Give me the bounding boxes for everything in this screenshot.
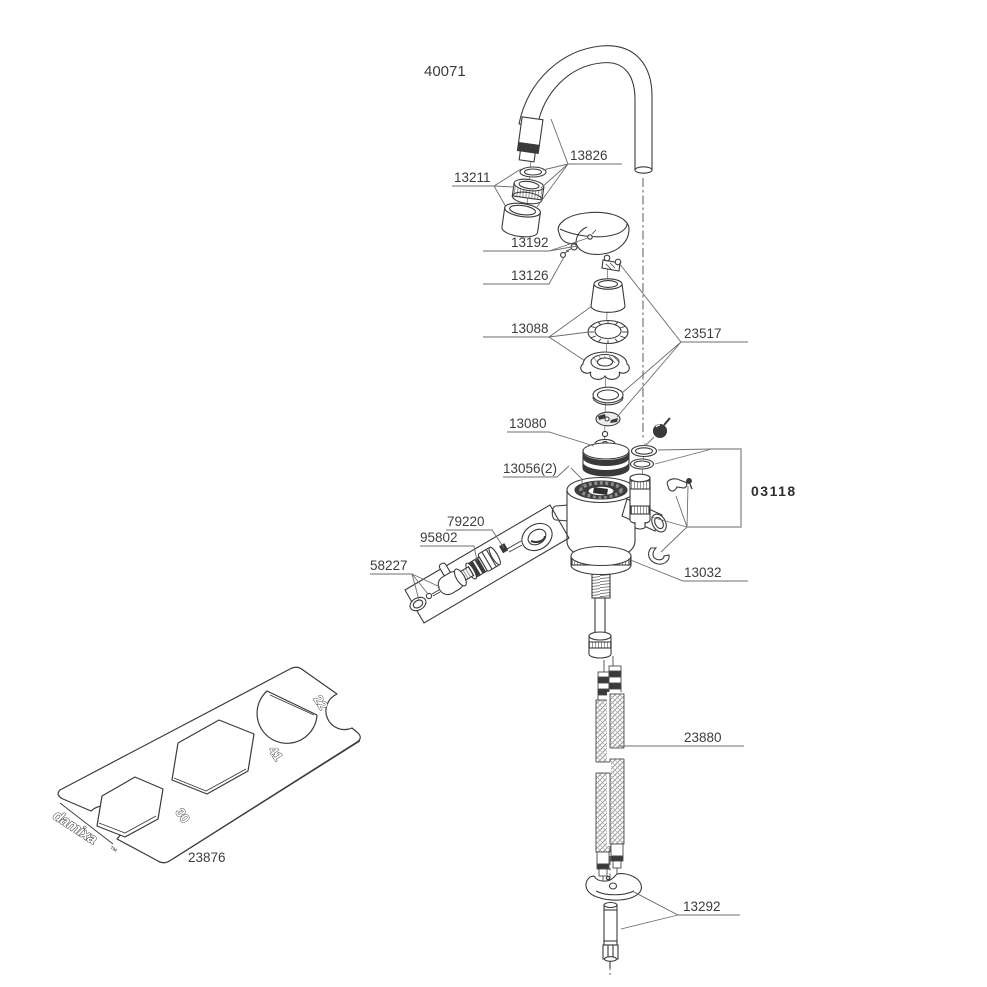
part-label-95802: 95802 bbox=[420, 530, 458, 545]
part-label-13080: 13080 bbox=[509, 416, 547, 431]
spout-tip bbox=[516, 116, 544, 163]
mounting-hardware-drawing bbox=[585, 873, 642, 968]
handle-set-screw bbox=[560, 252, 566, 258]
lock-ring bbox=[580, 351, 630, 380]
part-label-13826: 13826 bbox=[570, 148, 608, 163]
hose-end-right bbox=[610, 843, 624, 874]
handle-assembly-drawing bbox=[557, 211, 630, 272]
stud-rod bbox=[594, 597, 606, 635]
check-valve-cartridge bbox=[629, 473, 651, 530]
hole-22 bbox=[256, 690, 318, 744]
detail-box-outline bbox=[404, 504, 570, 624]
part-label-79220: 79220 bbox=[447, 514, 485, 529]
part-label-13032: 13032 bbox=[684, 565, 722, 580]
cartridge-stem-clip bbox=[601, 254, 622, 272]
castellated-ring-nut bbox=[587, 319, 629, 345]
part-label-13056: 13056(2) bbox=[503, 461, 557, 476]
ball-screw bbox=[652, 423, 668, 439]
connector-nut bbox=[588, 631, 612, 659]
part-label-23876: 23876 bbox=[188, 850, 226, 865]
part-label-13126: 13126 bbox=[511, 268, 549, 283]
valve-plug bbox=[437, 562, 467, 596]
aerator-insert bbox=[511, 178, 545, 205]
retaining-clip bbox=[666, 478, 688, 492]
brand-logo-tm: ™ bbox=[107, 844, 119, 856]
cap-and-ring-stack-drawing bbox=[580, 278, 630, 477]
part-label-13211: 13211 bbox=[454, 170, 491, 185]
slotted-disc bbox=[595, 411, 621, 427]
part-label-23880: 23880 bbox=[684, 730, 722, 745]
spout-end bbox=[634, 166, 653, 174]
aerator-housing bbox=[501, 202, 541, 238]
mounting-stud bbox=[602, 901, 619, 968]
part-label-40071: 40071 bbox=[424, 63, 466, 80]
spout-assembly-drawing bbox=[501, 45, 653, 238]
handle-pin bbox=[587, 234, 593, 240]
supply-hoses-drawing bbox=[594, 656, 626, 882]
part-label-13292: 13292 bbox=[683, 899, 721, 914]
leader-lines bbox=[370, 118, 748, 930]
cover-cap bbox=[409, 596, 427, 612]
side-valve-detail-box bbox=[404, 504, 570, 624]
seal-ring bbox=[592, 386, 624, 406]
base-flange bbox=[570, 545, 632, 576]
hook-clip bbox=[648, 547, 670, 565]
part-label-13192: 13192 bbox=[511, 235, 549, 250]
group-bracket-03118 bbox=[687, 448, 742, 528]
dome-cap bbox=[590, 278, 626, 313]
check-valve-set-drawing bbox=[629, 417, 693, 565]
part-label-23517: 23517 bbox=[684, 326, 722, 341]
hole-size-22: 22 bbox=[311, 692, 332, 712]
part-labels: 40071 13826 13211 13192 13126 13088 2351… bbox=[188, 63, 797, 914]
handle-lever bbox=[557, 211, 630, 255]
part-label-58227: 58227 bbox=[370, 558, 408, 573]
cartridge bbox=[582, 430, 630, 477]
cap-screw bbox=[425, 589, 441, 600]
body-top-opening bbox=[566, 476, 636, 504]
hole-30 bbox=[96, 776, 164, 838]
part-label-13088: 13088 bbox=[511, 321, 549, 336]
clip-screw bbox=[686, 478, 692, 484]
valve-cap bbox=[521, 522, 553, 552]
hose-right bbox=[609, 693, 625, 845]
part-label-03118: 03118 bbox=[751, 483, 797, 499]
